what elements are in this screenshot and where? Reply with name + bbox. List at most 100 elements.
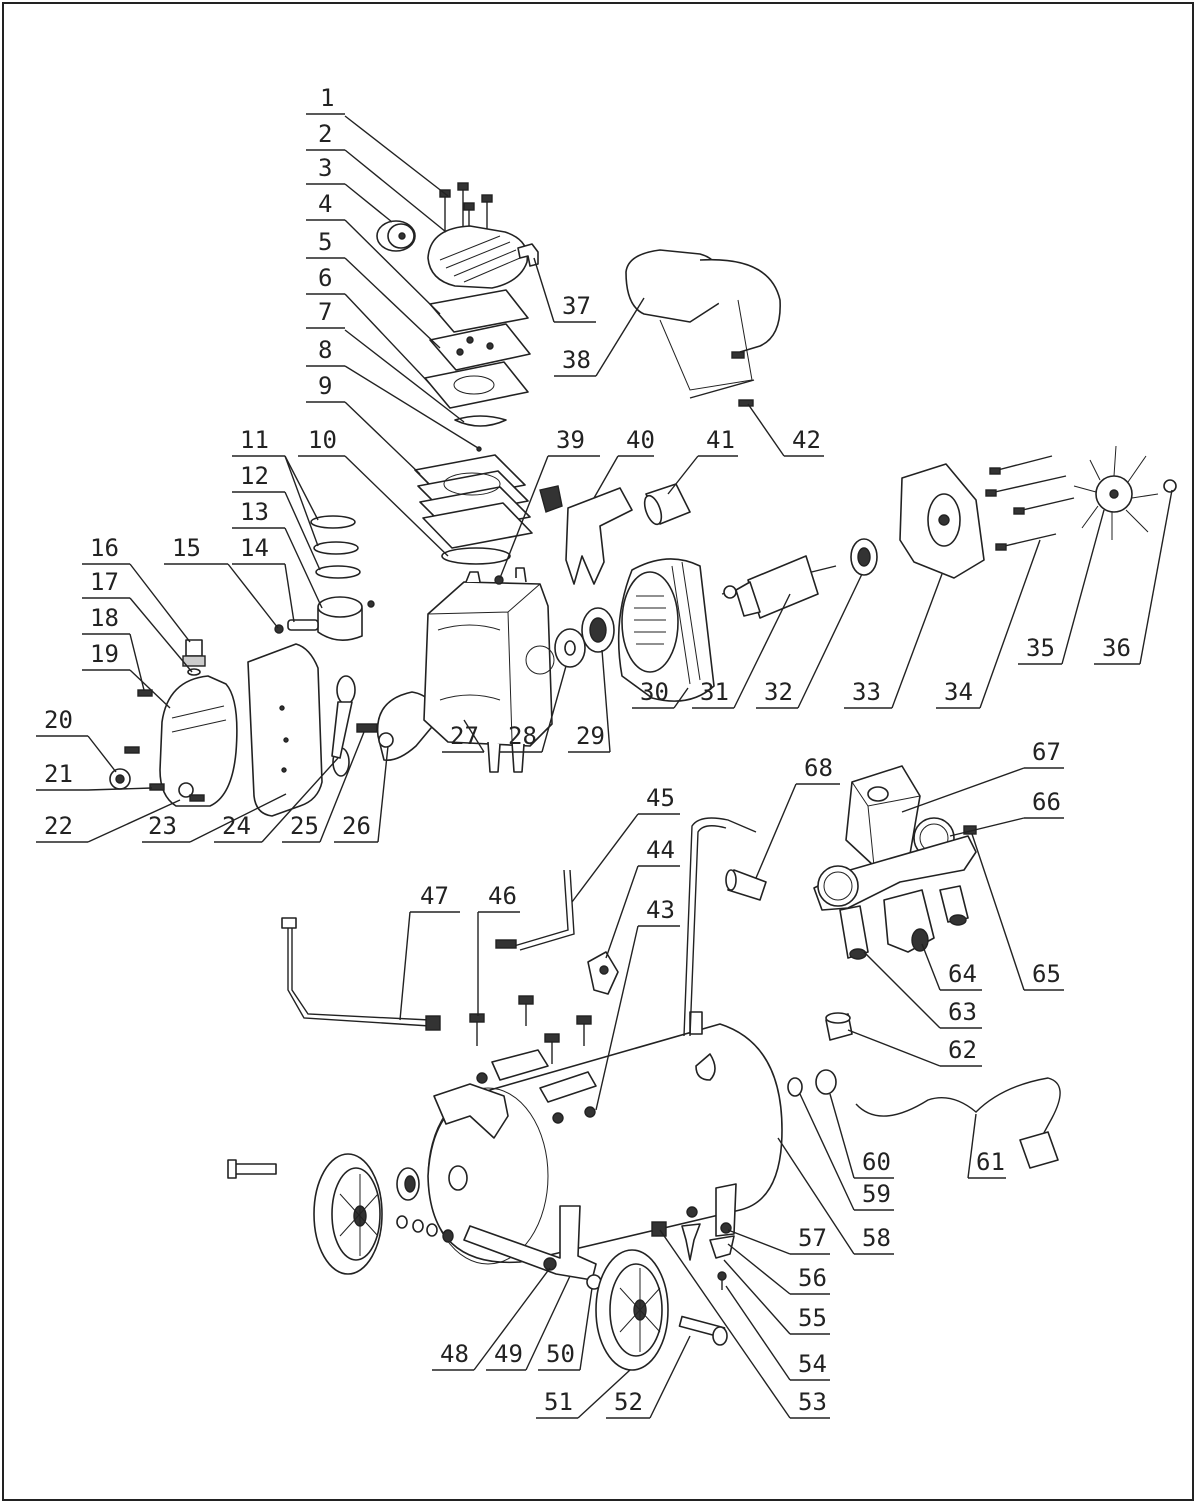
leader-line-7 bbox=[344, 329, 465, 423]
callout-37: 37 bbox=[533, 257, 596, 323]
callout-label-17: 17 bbox=[90, 568, 119, 596]
crankcase-cover bbox=[159, 675, 238, 807]
callout-label-53: 53 bbox=[798, 1388, 827, 1416]
leader-line-66 bbox=[949, 817, 1025, 837]
leader-line-55 bbox=[723, 1259, 791, 1335]
leader-line-26 bbox=[377, 745, 389, 843]
callout-22: 22 bbox=[36, 799, 181, 843]
elbow-fitting bbox=[517, 243, 539, 267]
callout-label-50: 50 bbox=[546, 1340, 575, 1368]
leader-line-12 bbox=[284, 491, 321, 571]
leader-line-42 bbox=[747, 403, 785, 457]
leader-line-40 bbox=[593, 455, 619, 499]
callout-58: 58 bbox=[777, 1137, 894, 1255]
callout-7: 7 bbox=[306, 298, 465, 423]
callout-31: 31 bbox=[692, 593, 791, 709]
callout-label-55: 55 bbox=[798, 1304, 827, 1332]
callout-62: 62 bbox=[847, 1029, 982, 1067]
callout-label-31: 31 bbox=[700, 678, 729, 706]
callout-12: 12 bbox=[232, 462, 321, 571]
callout-label-62: 62 bbox=[948, 1036, 977, 1064]
callout-64: 64 bbox=[921, 943, 982, 991]
leader-line-28 bbox=[541, 665, 567, 753]
leader-line-19 bbox=[129, 669, 171, 709]
wheel-bushing bbox=[396, 1167, 454, 1243]
callout-label-34: 34 bbox=[944, 678, 973, 706]
callout-4: 4 bbox=[306, 190, 441, 315]
leader-line-61 bbox=[967, 1113, 977, 1179]
callout-40: 40 bbox=[593, 426, 655, 499]
callout-label-29: 29 bbox=[576, 722, 605, 750]
power-cord bbox=[855, 1077, 1061, 1169]
leader-line-54 bbox=[725, 1285, 791, 1381]
callout-50: 50 bbox=[538, 1287, 593, 1371]
callout-label-68: 68 bbox=[804, 754, 833, 782]
leader-line-11 bbox=[284, 455, 319, 521]
callout-label-52: 52 bbox=[614, 1388, 643, 1416]
head-bolts bbox=[439, 182, 493, 248]
callout-11: 11 bbox=[232, 426, 319, 547]
leader-line-53 bbox=[659, 1229, 791, 1419]
leader-line-49 bbox=[525, 1275, 571, 1371]
callout-15: 15 bbox=[164, 534, 279, 629]
reed-valve bbox=[454, 415, 507, 427]
leader-line-44 bbox=[605, 865, 639, 959]
leader-line-57 bbox=[727, 1229, 791, 1255]
callout-33: 33 bbox=[844, 573, 943, 709]
callout-label-12: 12 bbox=[240, 462, 269, 490]
outlet-tube bbox=[281, 917, 441, 1031]
quick-coupler-left bbox=[839, 905, 869, 960]
rotor bbox=[721, 555, 837, 619]
piston-rings bbox=[310, 515, 361, 579]
leader-line-3 bbox=[344, 183, 393, 223]
cap-part bbox=[376, 220, 416, 252]
leader-line-13 bbox=[284, 527, 323, 609]
callout-label-61: 61 bbox=[976, 1148, 1005, 1176]
callout-27: 27 bbox=[442, 719, 485, 753]
air-tank bbox=[427, 1011, 783, 1265]
leader-line-17 bbox=[129, 597, 193, 673]
callout-46: 46 bbox=[477, 882, 520, 1016]
discharge-pipe bbox=[495, 869, 575, 951]
callout-label-49: 49 bbox=[494, 1340, 523, 1368]
callout-label-23: 23 bbox=[148, 812, 177, 840]
callout-55: 55 bbox=[723, 1259, 830, 1335]
callout-label-51: 51 bbox=[544, 1388, 573, 1416]
callout-21: 21 bbox=[36, 760, 153, 791]
callout-56: 56 bbox=[727, 1243, 830, 1295]
cover-gasket bbox=[247, 643, 323, 817]
callout-57: 57 bbox=[727, 1224, 830, 1255]
leader-line-20 bbox=[87, 735, 117, 773]
rubber-foot bbox=[709, 1235, 735, 1290]
callout-label-35: 35 bbox=[1026, 634, 1055, 662]
pin-39 bbox=[494, 575, 504, 585]
callout-17: 17 bbox=[82, 568, 193, 673]
callout-24: 24 bbox=[214, 757, 339, 843]
callout-16: 16 bbox=[82, 534, 191, 643]
callout-44: 44 bbox=[605, 836, 680, 959]
callout-label-30: 30 bbox=[640, 678, 669, 706]
callout-66: 66 bbox=[949, 788, 1064, 837]
callout-43: 43 bbox=[595, 896, 680, 1111]
callout-label-65: 65 bbox=[1032, 960, 1061, 988]
callout-label-56: 56 bbox=[798, 1264, 827, 1292]
leader-line-22 bbox=[87, 799, 181, 843]
callout-label-15: 15 bbox=[172, 534, 201, 562]
callout-label-24: 24 bbox=[222, 812, 251, 840]
callout-label-9: 9 bbox=[318, 372, 332, 400]
seal-ring-59 bbox=[787, 1077, 803, 1097]
callout-label-39: 39 bbox=[556, 426, 585, 454]
callout-label-36: 36 bbox=[1102, 634, 1131, 662]
leader-line-37 bbox=[533, 257, 555, 323]
callout-label-41: 41 bbox=[706, 426, 735, 454]
callout-label-21: 21 bbox=[44, 760, 73, 788]
piston bbox=[317, 596, 375, 641]
axle-left bbox=[227, 1159, 277, 1179]
leader-line-36 bbox=[1139, 489, 1173, 665]
nut-48 bbox=[543, 1257, 557, 1271]
callout-39: 39 bbox=[499, 426, 600, 579]
cylinder bbox=[414, 454, 533, 549]
leader-line-68 bbox=[755, 783, 797, 879]
